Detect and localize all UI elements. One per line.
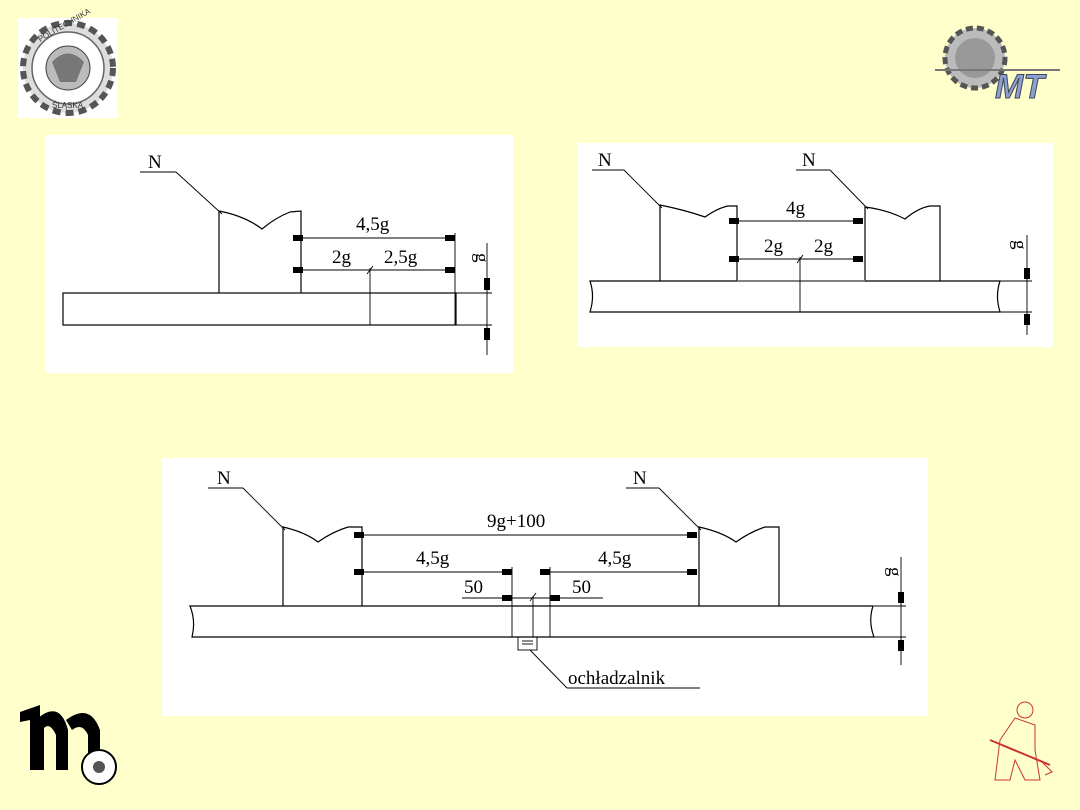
weld-label: N: [802, 150, 816, 171]
weld-pad: [698, 526, 780, 606]
weld-pad: [864, 205, 941, 281]
weld-label: N: [633, 468, 647, 489]
weld-pad: [659, 204, 738, 281]
dimension-total: 4g: [786, 198, 806, 219]
dimension-left: 2g: [332, 247, 352, 268]
dimension-right: 2g: [814, 236, 834, 257]
chill-block: [517, 636, 538, 651]
diagram-two-welds: N N 4g 2g 2g g: [577, 143, 1053, 347]
dimension-chill-right: 50: [572, 577, 591, 598]
thickness-label: g: [471, 253, 492, 263]
dimension-left: 2g: [764, 236, 784, 257]
svg-text:ŚLĄSKA: ŚLĄSKA: [52, 101, 84, 110]
thickness-label: g: [1009, 240, 1030, 250]
miner-figure-icon: [989, 701, 1053, 781]
svg-text:MT: MT: [995, 68, 1047, 106]
chill-label: ochładzalnik: [568, 668, 666, 689]
dimension-chill-left: 50: [464, 577, 483, 598]
base-plate: [62, 292, 457, 326]
diagram-two-welds-with-chill: N N 9g+100 4,5g 4,5g 50 50 ochładzalnik …: [162, 458, 928, 716]
diagram-single-weld: N 4,5g 2g 2,5g g: [45, 135, 513, 373]
weld-label: N: [148, 152, 162, 173]
weld-pad: [218, 210, 302, 293]
weld-label: N: [217, 468, 231, 489]
dimension-total: 4,5g: [356, 214, 390, 235]
politechnika-slaska-logo: POLITECHNIKA ŚLĄSKA: [18, 6, 118, 118]
dimension-right: 4,5g: [598, 548, 632, 569]
mt-logo: MT: [935, 25, 1060, 107]
dimension-right: 2,5g: [384, 247, 418, 268]
dimension-left: 4,5g: [416, 548, 450, 569]
weld-pad: [282, 526, 363, 606]
weld-label: N: [598, 150, 612, 171]
thickness-label: g: [884, 567, 905, 577]
tm-logo: [20, 705, 117, 785]
dimension-total: 9g+100: [487, 511, 545, 532]
